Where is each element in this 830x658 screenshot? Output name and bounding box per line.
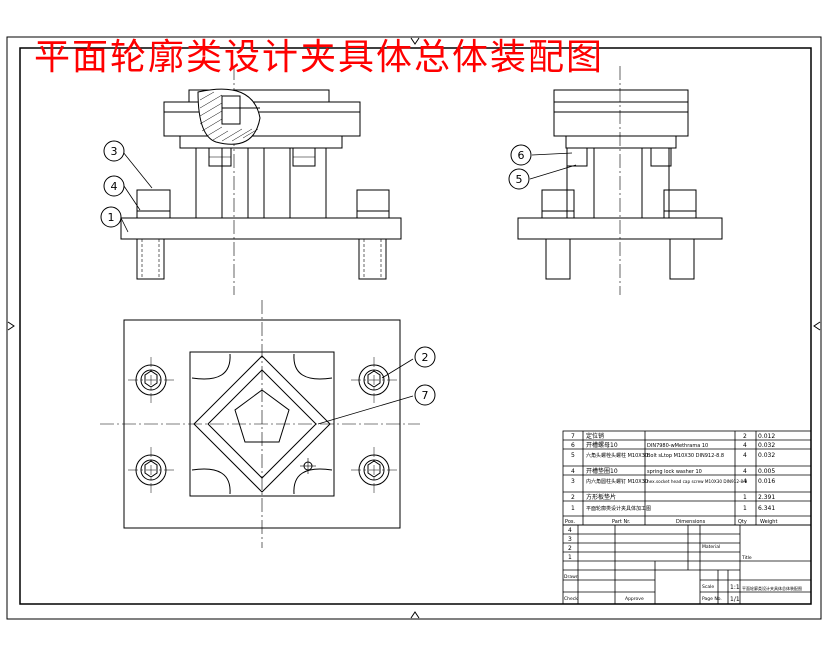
drawn-label: Drawn [564, 574, 579, 580]
part-4-no: 4 [571, 468, 575, 475]
sheet-value: 1/1 [730, 596, 740, 603]
balloon-7-label: 7 [422, 389, 429, 402]
check-label: Check [564, 596, 578, 602]
part-4-name: 开槽垫圈10 [586, 467, 618, 475]
material-label: Material [702, 544, 720, 550]
part-3-name: 内六角圆柱头螺钉 M10X30 [586, 478, 648, 485]
part-7-no: 7 [571, 433, 575, 440]
part-6-spec: DIN7980-wMethrama 10 [647, 443, 708, 449]
part-6-qty: 4 [743, 442, 747, 449]
part-2-mass: 2.391 [758, 494, 775, 501]
parts-list-text: 7 定位销 2 0.012 6 开槽螺母10 DIN7980-wMethrama… [565, 432, 777, 525]
balloon-1 [100, 206, 122, 228]
part-2-name: 方形板垫片 [586, 493, 616, 501]
parts-header-no: Pos. [565, 519, 576, 525]
outer-border [6, 36, 822, 620]
top-view [100, 300, 420, 548]
balloon-4-label: 4 [111, 180, 118, 193]
part-5-no: 5 [571, 452, 575, 459]
approve-label: Approve [625, 596, 644, 602]
parts-header-name: Part Nr. [612, 519, 631, 525]
balloon-6 [510, 144, 532, 166]
part-7-mass: 0.012 [758, 433, 775, 440]
part-6-name: 开槽螺母10 [586, 441, 618, 449]
part-2-no: 2 [571, 494, 575, 501]
balloon-3 [103, 140, 125, 162]
balloon-2-label: 2 [422, 351, 429, 364]
part-3-mass: 0.016 [758, 478, 775, 485]
parts-header-qty: Qty [738, 519, 747, 525]
revision-2: 2 [568, 545, 572, 552]
title-block [562, 524, 812, 605]
drawing-title: 平面轮廓类设计夹具体总体装配图 [34, 37, 605, 78]
revision-3: 3 [568, 536, 572, 543]
balloon-5-label: 5 [516, 173, 523, 186]
leaders [120, 151, 577, 425]
scale-value: 1:1 [730, 584, 740, 591]
drawing-name-small: 平面轮廓类设计夹具体总体装配图 [742, 585, 802, 591]
scale-label: Scale [702, 584, 714, 590]
part-2-qty: 1 [743, 494, 747, 501]
part-6-no: 6 [571, 442, 575, 449]
part-1-qty: 1 [743, 505, 747, 512]
inner-border [19, 47, 812, 605]
part-3-spec: hex.socket head cap screw M10X30 DIN912-… [647, 479, 747, 484]
balloon-1-label: 1 [108, 211, 115, 224]
part-3-no: 3 [571, 478, 575, 485]
balloon-5 [508, 168, 530, 190]
part-1-no: 1 [571, 505, 575, 512]
part-4-mass: 0.005 [758, 468, 775, 475]
part-5-spec: Bolt sLtop M10X30 DIN912-8.8 [647, 453, 724, 459]
balloon-4 [103, 175, 125, 197]
centering-marks [7, 37, 821, 619]
part-3-qty: 4 [743, 478, 747, 485]
part-7-qty: 2 [743, 433, 747, 440]
part-1-name: 平面轮廓类设计夹具体加工图 [586, 505, 651, 512]
balloon-2 [414, 346, 436, 368]
part-4-qty: 4 [743, 468, 747, 475]
part-4-spec: spring lock washer 10 [647, 469, 702, 475]
balloon-3-label: 3 [111, 145, 118, 158]
revision-4: 4 [568, 527, 572, 534]
parts-header-spec: Dimensions [676, 519, 706, 525]
part-5-name: 六角头螺栓头螺柱 M10X30 [586, 452, 648, 459]
part-7-name: 定位销 [586, 432, 604, 440]
sheet-label: Page No. [702, 596, 722, 602]
parts-header-mass: Weight [760, 519, 777, 525]
title-block-text: 4 3 2 1 Material Title Drawn Check Appro… [564, 527, 802, 603]
revision-1: 1 [568, 554, 572, 561]
title-label: Title [741, 555, 752, 561]
balloon-group: 3 4 1 2 7 6 5 [100, 140, 532, 406]
part-1-mass: 6.341 [758, 505, 775, 512]
balloon-6-label: 6 [518, 149, 525, 162]
front-view [120, 66, 402, 295]
part-6-mass: 0.032 [758, 442, 775, 449]
balloon-7 [414, 384, 436, 406]
part-5-mass: 0.032 [758, 452, 775, 459]
side-view [517, 66, 723, 295]
part-5-qty: 4 [743, 452, 747, 459]
